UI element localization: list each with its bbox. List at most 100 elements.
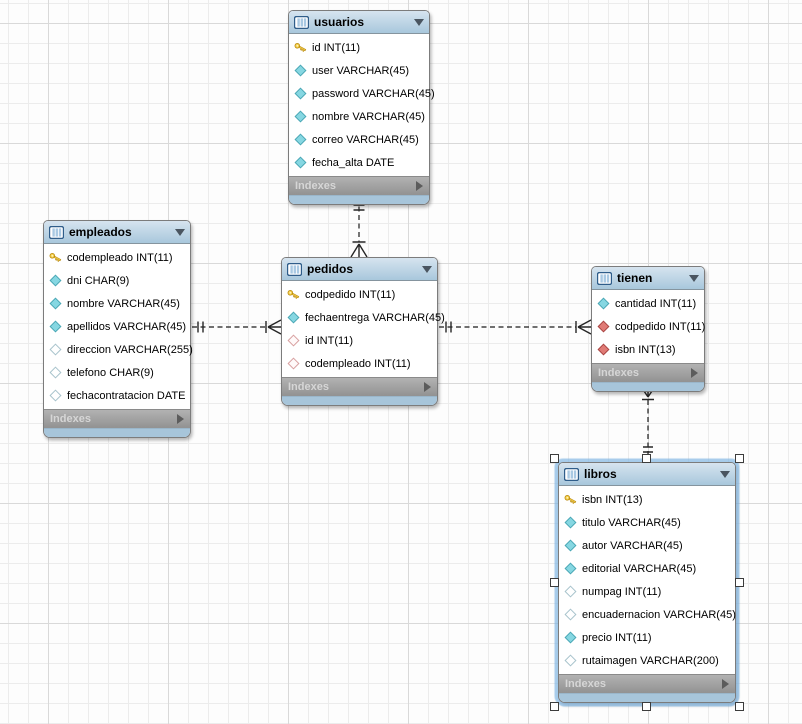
column-label: user VARCHAR(45) bbox=[312, 64, 409, 77]
expand-arrow-icon[interactable] bbox=[691, 368, 698, 378]
column-row-dni[interactable]: dni CHAR(9) bbox=[44, 269, 190, 292]
column-row-numpag[interactable]: numpag INT(11) bbox=[559, 580, 735, 603]
collapse-arrow-icon[interactable] bbox=[422, 265, 432, 273]
selection-handle-w[interactable] bbox=[550, 577, 559, 587]
table-header[interactable]: libros bbox=[559, 463, 735, 486]
column-label: precio INT(11) bbox=[582, 631, 652, 644]
column-label: titulo VARCHAR(45) bbox=[582, 516, 681, 529]
columns-section: codempleado INT(11) dni CHAR(9) nombre VAR… bbox=[44, 244, 193, 409]
blue-filled-diamond-icon bbox=[287, 311, 300, 324]
column-label: direccion VARCHAR(255) bbox=[67, 343, 193, 356]
table-header[interactable]: tienen bbox=[592, 267, 704, 290]
column-label: fechaentrega VARCHAR(45) bbox=[305, 311, 445, 324]
column-label: codempleado INT(11) bbox=[67, 251, 173, 264]
column-row-fecha_alta[interactable]: fecha_alta DATE bbox=[289, 151, 429, 174]
relationship-usuarios-pedidos[interactable] bbox=[350, 198, 368, 258]
blue-outline-diamond-icon bbox=[49, 343, 62, 356]
column-row-isbn[interactable]: isbn INT(13) bbox=[559, 488, 735, 511]
table-header[interactable]: usuarios bbox=[289, 11, 429, 34]
column-row-precio[interactable]: precio INT(11) bbox=[559, 626, 735, 649]
blue-outline-diamond-icon bbox=[564, 608, 577, 621]
column-row-fechaentrega[interactable]: fechaentrega VARCHAR(45) bbox=[282, 306, 445, 329]
table-bottom-bar bbox=[282, 396, 437, 405]
table-bottom-bar bbox=[592, 382, 704, 391]
column-row-cantidad[interactable]: cantidad INT(11) bbox=[592, 292, 704, 315]
indexes-section[interactable]: Indexes bbox=[289, 176, 429, 195]
blue-outline-diamond-icon bbox=[564, 654, 577, 667]
column-row-apellidos[interactable]: apellidos VARCHAR(45) bbox=[44, 315, 190, 338]
column-row-direccion[interactable]: direccion VARCHAR(255) bbox=[44, 338, 193, 361]
column-row-nombre[interactable]: nombre VARCHAR(45) bbox=[289, 105, 429, 128]
column-label: editorial VARCHAR(45) bbox=[582, 562, 697, 575]
columns-section: cantidad INT(11)codpedido INT(11)isbn IN… bbox=[592, 290, 705, 363]
blue-filled-diamond-icon bbox=[564, 539, 577, 552]
collapse-arrow-icon[interactable] bbox=[414, 18, 424, 26]
column-label: telefono CHAR(9) bbox=[67, 366, 154, 379]
indexes-section[interactable]: Indexes bbox=[282, 377, 437, 396]
column-row-editorial[interactable]: editorial VARCHAR(45) bbox=[559, 557, 735, 580]
expand-arrow-icon[interactable] bbox=[416, 181, 423, 191]
column-row-id[interactable]: id INT(11) bbox=[282, 329, 437, 352]
selection-handle-s[interactable] bbox=[642, 702, 651, 711]
column-label: fechacontratacion DATE bbox=[67, 389, 186, 402]
column-row-nombre[interactable]: nombre VARCHAR(45) bbox=[44, 292, 190, 315]
column-row-user[interactable]: user VARCHAR(45) bbox=[289, 59, 429, 82]
column-label: rutaimagen VARCHAR(200) bbox=[582, 654, 719, 667]
blue-filled-diamond-icon bbox=[597, 297, 610, 310]
primary-key-icon bbox=[287, 288, 300, 301]
column-row-rutaimagen[interactable]: rutaimagen VARCHAR(200) bbox=[559, 649, 735, 672]
column-row-id[interactable]: id INT(11) bbox=[289, 36, 429, 59]
collapse-arrow-icon[interactable] bbox=[175, 228, 185, 236]
selection-handle-sw[interactable] bbox=[550, 702, 559, 711]
column-row-telefono[interactable]: telefono CHAR(9) bbox=[44, 361, 190, 384]
column-row-fechacontratacion[interactable]: fechacontratacion DATE bbox=[44, 384, 190, 407]
column-row-isbn[interactable]: isbn INT(13) bbox=[592, 338, 704, 361]
indexes-section[interactable]: Indexes bbox=[559, 674, 735, 693]
column-row-correo[interactable]: correo VARCHAR(45) bbox=[289, 128, 429, 151]
table-header[interactable]: pedidos bbox=[282, 258, 437, 281]
blue-filled-diamond-icon bbox=[294, 133, 307, 146]
column-label: autor VARCHAR(45) bbox=[582, 539, 683, 552]
collapse-arrow-icon[interactable] bbox=[720, 470, 730, 478]
column-row-codpedido[interactable]: codpedido INT(11) bbox=[282, 283, 437, 306]
column-row-titulo[interactable]: titulo VARCHAR(45) bbox=[559, 511, 735, 534]
red-filled-diamond-icon bbox=[597, 343, 610, 356]
column-row-password[interactable]: password VARCHAR(45) bbox=[289, 82, 435, 105]
column-label: correo VARCHAR(45) bbox=[312, 133, 419, 146]
relationship-empleados-pedidos[interactable] bbox=[192, 319, 282, 335]
table-bottom-bar bbox=[44, 428, 190, 437]
selection-handle-e[interactable] bbox=[735, 577, 744, 587]
column-row-codempleado[interactable]: codempleado INT(11) bbox=[282, 352, 437, 375]
selection-handle-n[interactable] bbox=[642, 454, 651, 463]
column-row-codpedido[interactable]: codpedido INT(11) bbox=[592, 315, 705, 338]
blue-filled-diamond-icon bbox=[294, 156, 307, 169]
column-row-autor[interactable]: autor VARCHAR(45) bbox=[559, 534, 735, 557]
column-row-encuadernacion[interactable]: encuadernacion VARCHAR(45) bbox=[559, 603, 736, 626]
table-title: libros bbox=[584, 467, 617, 481]
table-libros[interactable]: libros isbn INT(13) titulo VARCHAR(45) auto… bbox=[550, 454, 744, 711]
relationship-tienen-libros[interactable] bbox=[639, 384, 657, 461]
selection-handle-nw[interactable] bbox=[550, 454, 559, 463]
expand-arrow-icon[interactable] bbox=[722, 679, 729, 689]
relationship-pedidos-tienen[interactable] bbox=[439, 319, 592, 335]
expand-arrow-icon[interactable] bbox=[177, 414, 184, 424]
column-row-codempleado[interactable]: codempleado INT(11) bbox=[44, 246, 190, 269]
selection-handle-se[interactable] bbox=[735, 702, 744, 711]
table-empleados[interactable]: empleados codempleado INT(11) dni CHAR(9) n… bbox=[43, 220, 193, 438]
indexes-label: Indexes bbox=[295, 180, 336, 192]
collapse-arrow-icon[interactable] bbox=[689, 274, 699, 282]
cardinality-one-marker bbox=[353, 204, 365, 211]
indexes-section[interactable]: Indexes bbox=[44, 409, 190, 428]
table-header[interactable]: empleados bbox=[44, 221, 190, 244]
selection-handle-ne[interactable] bbox=[735, 454, 744, 463]
indexes-section[interactable]: Indexes bbox=[592, 363, 704, 382]
expand-arrow-icon[interactable] bbox=[424, 382, 431, 392]
column-label: nombre VARCHAR(45) bbox=[67, 297, 180, 310]
column-label: isbn INT(13) bbox=[582, 493, 643, 506]
columns-section: isbn INT(13) titulo VARCHAR(45) autor VARC… bbox=[559, 486, 736, 674]
cardinality-many-marker bbox=[575, 319, 592, 335]
